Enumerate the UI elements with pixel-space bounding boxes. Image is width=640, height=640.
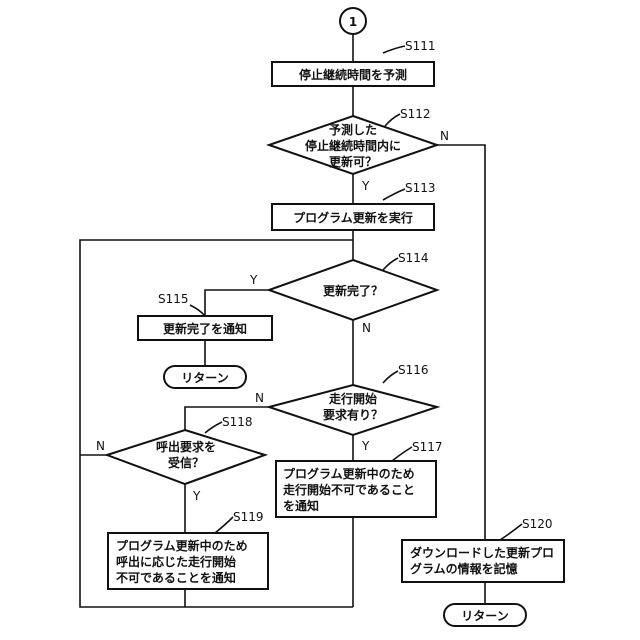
s114-leader [383, 258, 398, 270]
s119-text-line-1: プログラム更新中のため [116, 538, 248, 553]
s116-text-line-2: 要求有り？ [323, 407, 383, 422]
s114-yes-line [205, 290, 269, 316]
s113-leader [383, 189, 405, 200]
s120-step-id: S120 [522, 517, 553, 531]
s118-no-label: N [96, 439, 105, 453]
s119-text-line-2: 呼出に応じた走行開始 [116, 554, 236, 569]
s116-no-label: N [255, 391, 264, 405]
s118-leader [205, 422, 222, 433]
s115-text: 更新完了を通知 [163, 321, 247, 336]
s117-step-id: S117 [412, 440, 443, 454]
s118-text-line-1: 呼出要求を [156, 439, 216, 454]
s115-step-id: S115 [158, 292, 189, 306]
s114-yes-label: Y [249, 273, 258, 287]
s118-text-line-2: 受信？ [168, 455, 204, 470]
s116-step-id: S116 [398, 363, 429, 377]
s111-text: 停止継続時間を予測 [299, 67, 407, 82]
s114-step-id: S114 [398, 251, 429, 265]
return-terminal-1-label: リターン [181, 371, 228, 385]
s117-text-line-2: 走行開始不可であること [283, 482, 415, 497]
s120-leader [500, 524, 522, 540]
s116-leader [383, 371, 398, 383]
s118-step-id: S118 [222, 415, 253, 429]
s115-leader [190, 305, 205, 316]
s120-text-line-1: ダウンロードした更新プロ [410, 545, 554, 560]
s116-text-line-1: 走行開始 [329, 391, 377, 406]
s112-text-line-3: 更新可？ [329, 154, 377, 169]
s112-yes-label: Y [361, 179, 370, 193]
s116-yes-label: Y [361, 439, 370, 453]
s114-text: 更新完了？ [323, 283, 383, 298]
s117-text-line-3: を通知 [283, 498, 319, 513]
s119-text-line-3: 不可であることを通知 [116, 570, 236, 585]
s114-no-label: N [362, 321, 371, 335]
s113-step-id: S113 [405, 181, 436, 195]
s118-yes-label: Y [192, 489, 201, 503]
s119-leader [215, 517, 233, 533]
s112-step-id: S112 [400, 107, 431, 121]
s111-leader [383, 46, 405, 53]
s112-text-line-1: 予測した [329, 122, 377, 137]
s112-no-branch-line [437, 145, 485, 540]
s112-leader [385, 114, 400, 126]
s111-step-id: S111 [405, 39, 436, 53]
s117-leader [392, 447, 412, 461]
s113-text: プログラム更新を実行 [293, 210, 413, 225]
s120-text-line-2: グラムの情報を記憶 [410, 561, 518, 576]
s112-text-line-2: 停止継続時間内に [305, 138, 401, 153]
s117-text-line-1: プログラム更新中のため [283, 466, 415, 481]
s119-step-id: S119 [233, 510, 264, 524]
return-terminal-2-label: リターン [461, 609, 508, 623]
connector-label: 1 [349, 15, 357, 29]
s112-no-label: N [440, 129, 449, 143]
